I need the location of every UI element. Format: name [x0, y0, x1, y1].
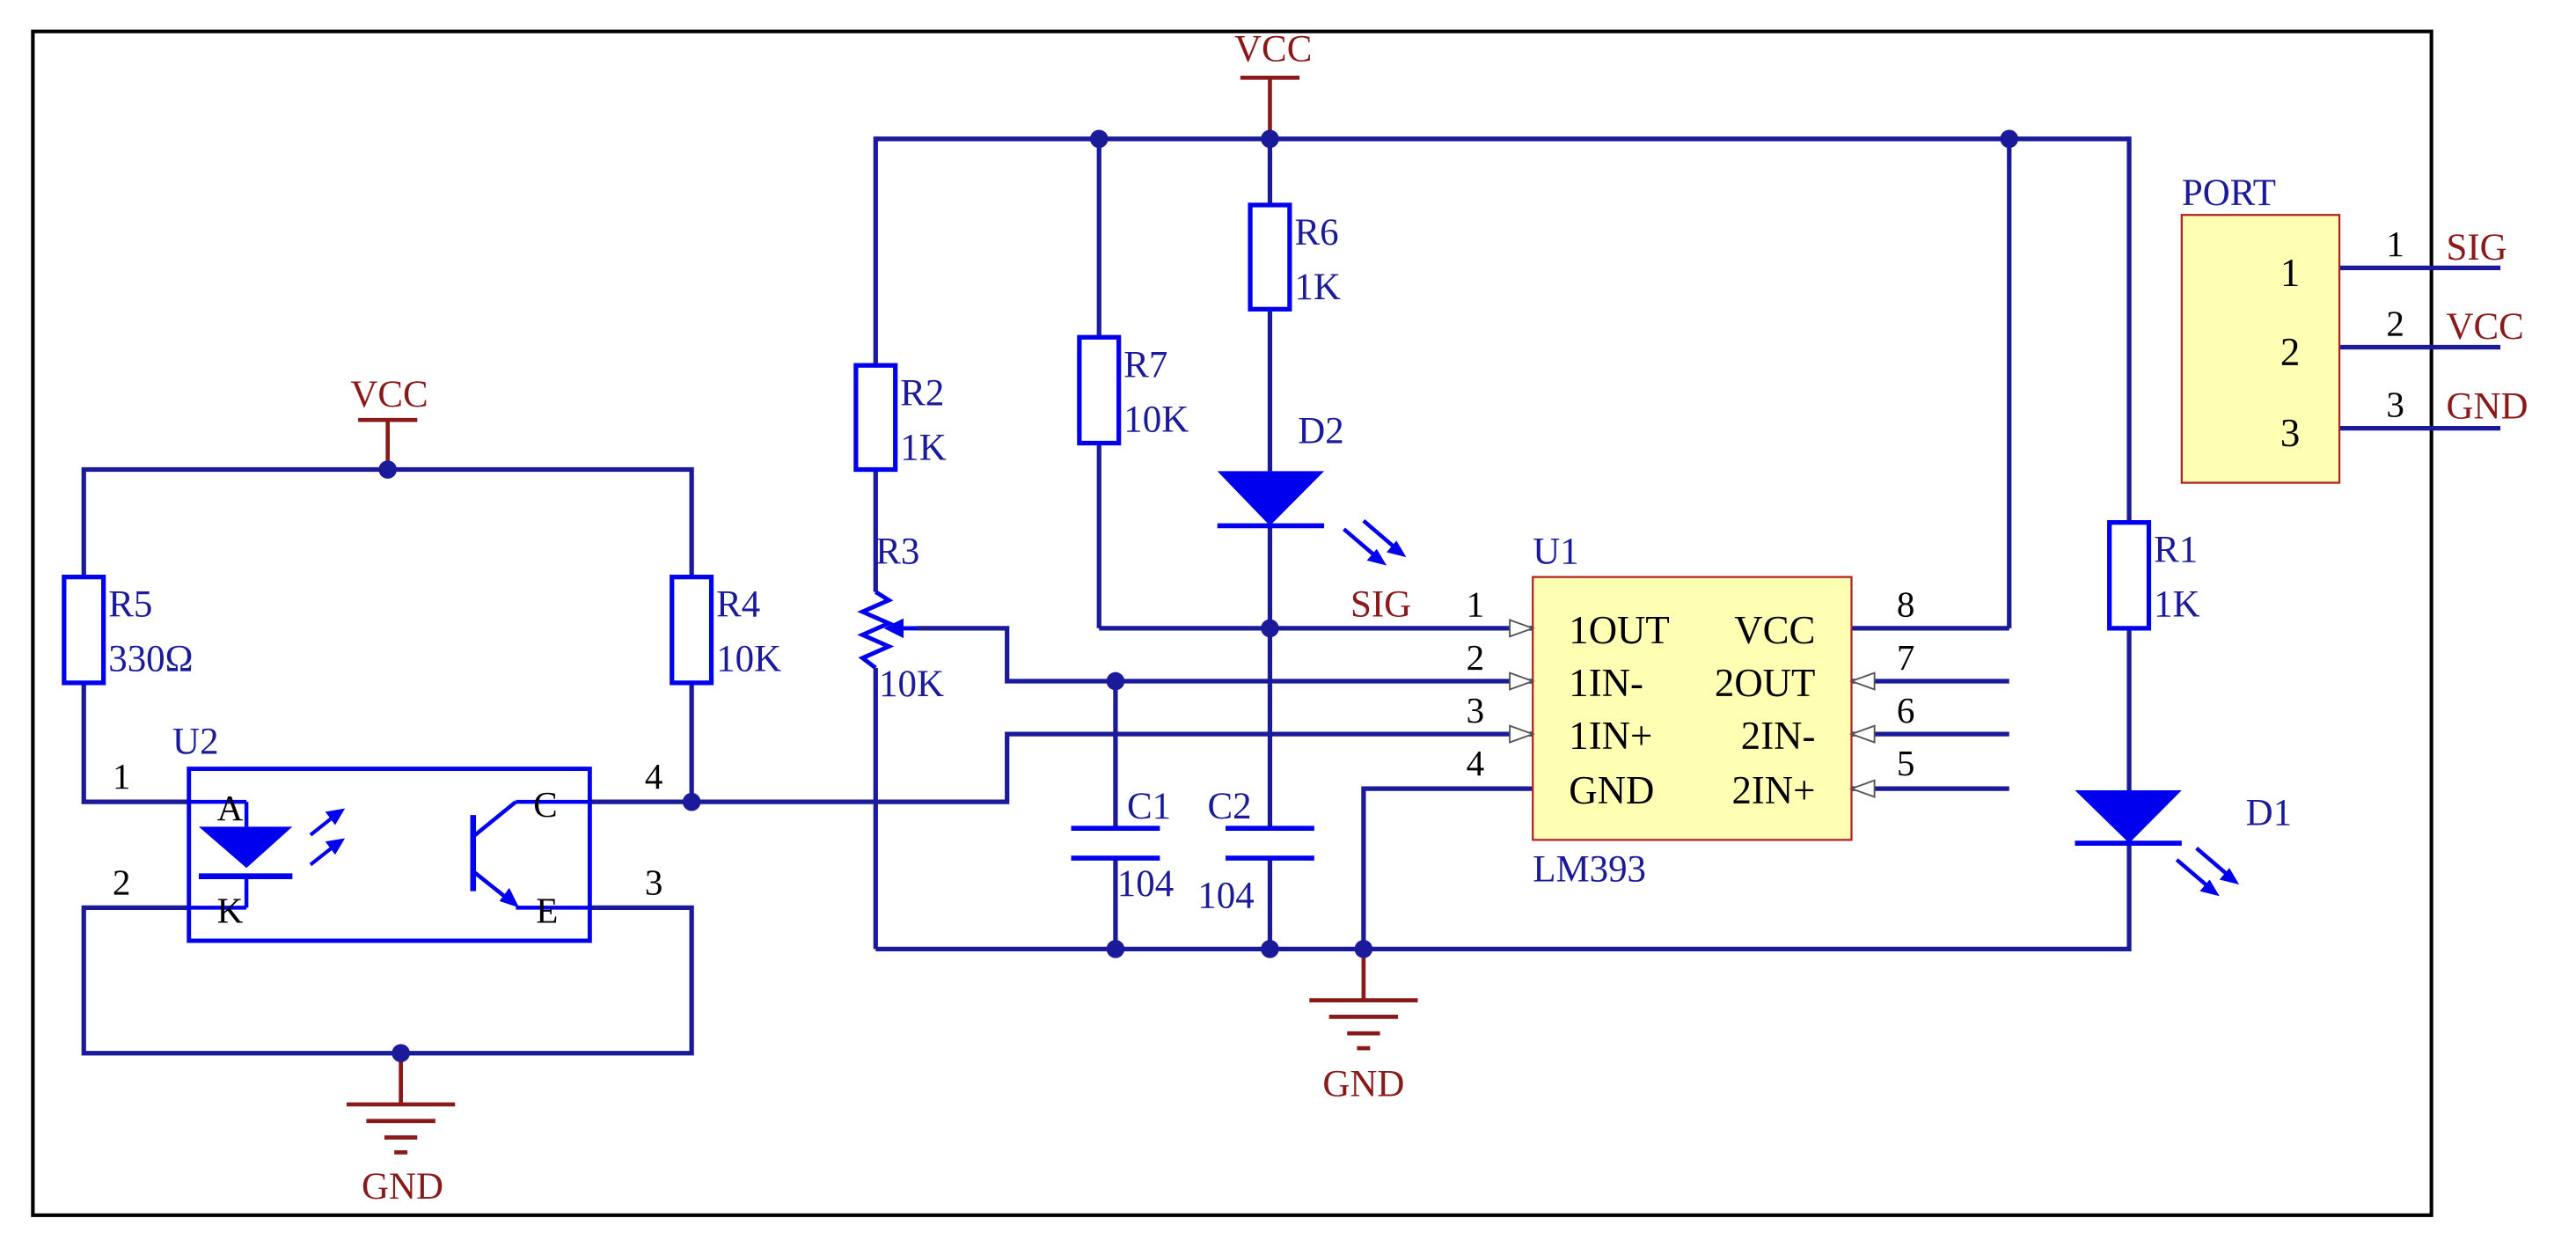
resistor-r6: R6 1K — [1248, 202, 1341, 312]
u1-pin-number: 2 — [1467, 637, 1485, 678]
r2-value: 1K — [900, 427, 946, 468]
port-pin-number: 2 — [2386, 303, 2404, 343]
r3-ref: R3 — [875, 532, 919, 573]
port-net-vcc: VCC — [2446, 306, 2523, 348]
junctions — [378, 129, 2019, 1063]
u2-collector-label: C — [533, 784, 557, 825]
gnd-label-mid: GND — [1322, 1063, 1404, 1104]
port-pin-number: 1 — [2386, 224, 2404, 264]
wires — [81, 136, 2501, 1056]
junction-dot — [2000, 129, 2019, 149]
u1-pin-label: 1IN- — [1569, 661, 1643, 705]
c1-value: 104 — [1117, 863, 1174, 905]
c2-ref: C2 — [1208, 786, 1252, 827]
resistor-r5: R5 330Ω — [62, 575, 194, 686]
u2-pin-number: 3 — [645, 862, 663, 902]
u2-anode-label: A — [217, 788, 244, 828]
u2-cathode-label: K — [217, 890, 244, 930]
port-ref: PORT — [2182, 172, 2276, 214]
u1-pin-label: 1OUT — [1569, 608, 1669, 652]
r7-value: 10K — [1123, 399, 1189, 440]
u1-ref: U1 — [1533, 532, 1578, 573]
r1-ref: R1 — [2154, 530, 2198, 571]
junction-dot — [1261, 129, 1279, 149]
u1-pin-number: 8 — [1897, 584, 1915, 625]
vcc-label-top: VCC — [1234, 28, 1312, 70]
u2-pin-number: 2 — [113, 862, 131, 902]
gnd-label-left: GND — [362, 1166, 443, 1207]
r1-value: 1K — [2154, 584, 2199, 626]
u2-ref: U2 — [172, 722, 218, 763]
resistor-r7: R7 10K — [1077, 334, 1189, 446]
vcc-symbol-left: VCC — [350, 374, 428, 470]
junction-dot — [1354, 940, 1373, 958]
ic-u1-lm393: U1 LM393 1OUT 1IN- 1IN+ GND VCC 2OUT 2IN… — [1467, 532, 1915, 891]
resistor-r2: R2 1K — [853, 363, 947, 473]
port-net-gnd: GND — [2446, 385, 2528, 427]
junction-dot — [682, 792, 701, 811]
r5-ref: R5 — [108, 584, 152, 626]
optocoupler-u2: U2 A K C E 1 2 3 4 — [113, 722, 663, 943]
c2-value: 104 — [1197, 875, 1254, 916]
port-pin-label: 2 — [2280, 330, 2300, 374]
u2-pin-number: 4 — [645, 756, 663, 796]
u1-pin-label: 1IN+ — [1569, 714, 1652, 758]
u1-pin-label: 2IN+ — [1731, 768, 1815, 812]
sig-net-label: SIG — [1350, 584, 1411, 626]
led-d1: D1 — [2075, 790, 2292, 897]
junction-dot — [1106, 940, 1125, 958]
junction-dot — [1261, 619, 1279, 638]
junction-dot — [1261, 940, 1279, 958]
d2-ref: D2 — [1298, 410, 1343, 451]
port-pin-label: 1 — [2280, 251, 2300, 295]
u1-pin-number: 5 — [1897, 743, 1915, 783]
r6-ref: R6 — [1294, 212, 1338, 253]
led-d2: D2 — [1217, 410, 1407, 566]
vcc-symbol-top: VCC — [1234, 28, 1312, 139]
r7-ref: R7 — [1123, 344, 1167, 385]
sheet-frame — [31, 29, 2433, 1217]
u1-pin-label: GND — [1569, 768, 1654, 812]
port-net-sig: SIG — [2446, 227, 2506, 268]
u2-emitter-label: E — [536, 890, 558, 930]
c1-ref: C1 — [1127, 786, 1171, 827]
u1-pin-number: 1 — [1467, 584, 1485, 625]
junction-dot — [1089, 129, 1109, 149]
junction-dot — [378, 460, 397, 479]
u1-pin-number: 4 — [1467, 743, 1485, 783]
junction-dot — [1106, 671, 1125, 691]
u1-pin-number: 3 — [1467, 690, 1485, 730]
port-pin-number: 3 — [2386, 384, 2404, 424]
resistor-r4: R4 10K — [670, 575, 781, 686]
capacitor-c1: C1 104 — [1071, 786, 1174, 905]
u1-pin-label: 2OUT — [1715, 661, 1815, 705]
r6-value: 1K — [1294, 267, 1340, 308]
r5-value: 330Ω — [108, 639, 193, 680]
r2-ref: R2 — [900, 372, 944, 414]
d1-ref: D1 — [2246, 792, 2292, 833]
capacitor-c2: C2 104 — [1197, 786, 1314, 916]
vcc-label-left: VCC — [350, 374, 428, 415]
r3-value: 10K — [879, 664, 944, 705]
u1-pin-label: 2IN- — [1741, 714, 1816, 758]
u1-pin-number: 6 — [1897, 690, 1915, 730]
r4-value: 10K — [716, 639, 781, 680]
potentiometer-r3: R3 10K — [857, 532, 944, 705]
u1-value: LM393 — [1533, 848, 1646, 890]
u1-pin-label: VCC — [1734, 608, 1815, 652]
u1-pin-number: 7 — [1897, 637, 1915, 678]
resistor-r1: R1 1K — [2107, 520, 2200, 631]
u2-pin-number: 1 — [113, 756, 131, 796]
gnd-symbol-mid: GND — [1309, 949, 1418, 1105]
r4-ref: R4 — [716, 584, 760, 626]
gnd-symbol-left: GND — [347, 1053, 456, 1207]
junction-dot — [392, 1044, 410, 1063]
port-pin-label: 3 — [2280, 411, 2300, 455]
port-connector: PORT 1 2 3 1 2 3 SIG VCC GND — [2180, 172, 2528, 484]
